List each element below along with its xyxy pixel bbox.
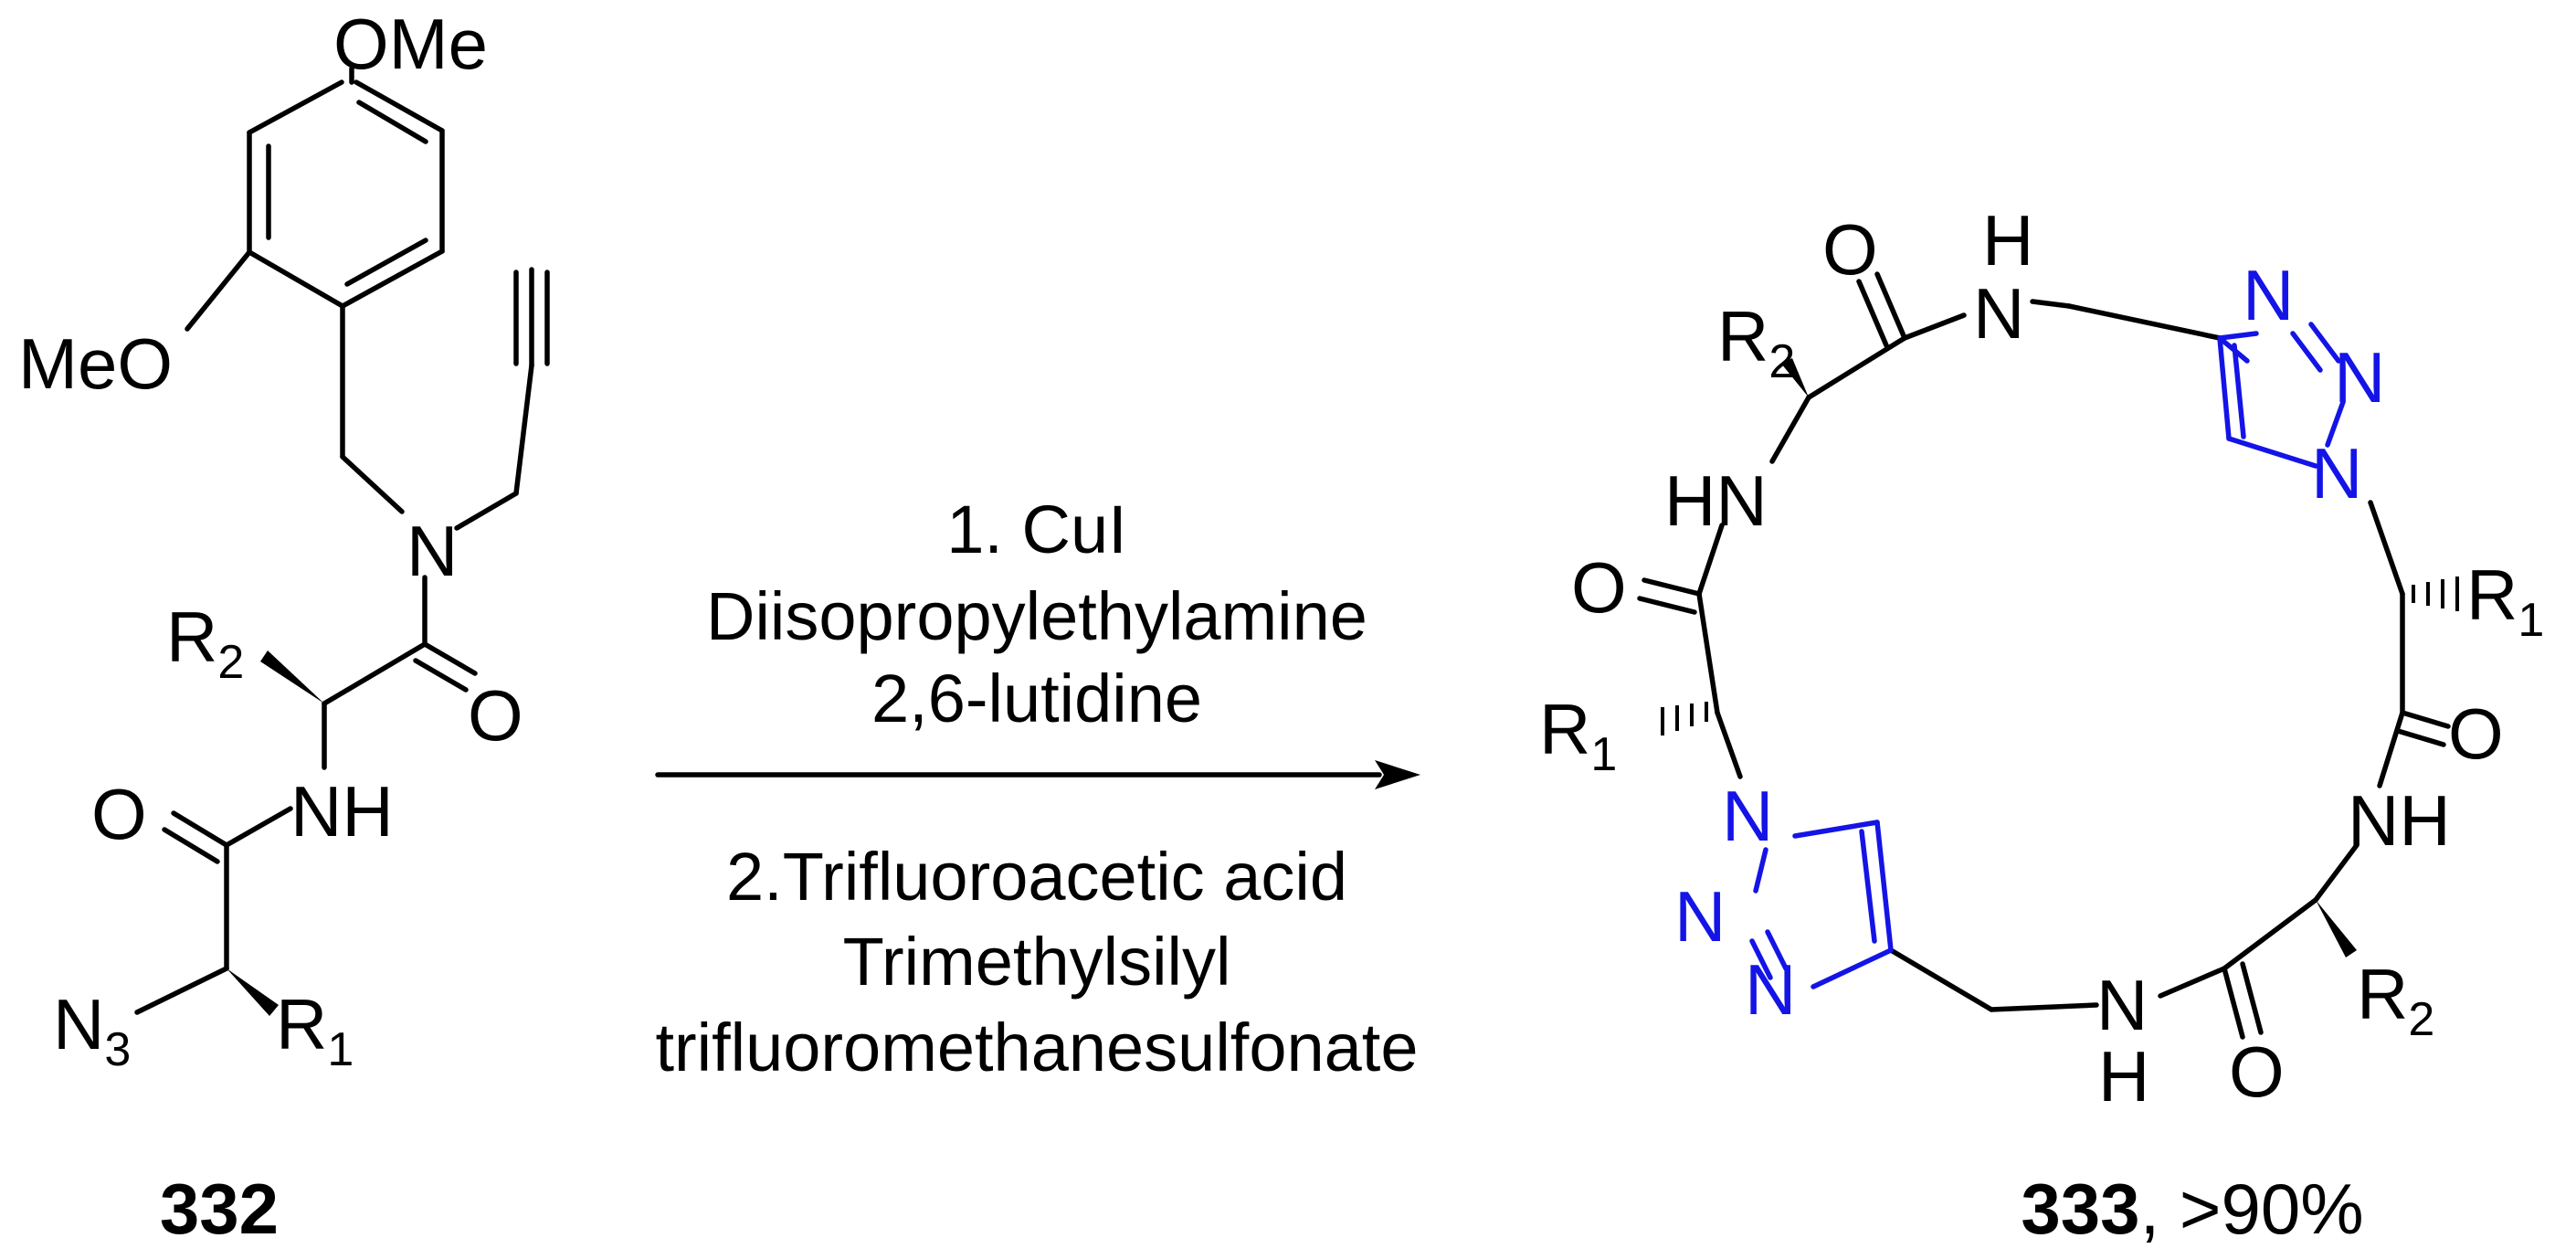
product-h-top: H <box>1982 200 2033 280</box>
product-hn-left: HN <box>1664 460 1768 541</box>
product-333-structure <box>1637 271 2459 1040</box>
triazole-rings <box>1749 322 2346 989</box>
amide-o2-label: O <box>91 774 147 854</box>
product-r2-top: R2 <box>1717 296 1795 388</box>
azide-label: N3 <box>53 984 131 1076</box>
triazole-n-label: N <box>1674 876 1726 957</box>
product-o-bottom: O <box>2229 1032 2285 1112</box>
product-r2-bottom: R2 <box>2357 954 2434 1046</box>
triazole-n-label: N <box>1722 776 1773 856</box>
condition-line-1: 1. CuI <box>946 492 1126 567</box>
product-r1-right: R1 <box>2466 555 2544 647</box>
condition-line-6: trifluoromethanesulfonate <box>655 1010 1418 1085</box>
nh-label: NH <box>290 771 394 852</box>
r2-label: R2 <box>166 597 244 689</box>
amide-o-label: O <box>468 675 523 756</box>
product-o-right: O <box>2448 693 2504 774</box>
triazole-n-label: N <box>2334 337 2385 418</box>
reactant-id-label: 332 <box>160 1169 279 1249</box>
product-n-bottom: N <box>2096 965 2148 1045</box>
product-id-label: 333, >90% <box>2021 1169 2363 1249</box>
product-333-atom-labels: O H N R2 HN O R1 R1 O NH R2 O N H N N N … <box>1539 200 2544 1116</box>
product-h-bottom: H <box>2098 1036 2149 1116</box>
amide-n-label: N <box>406 511 458 591</box>
triazole-n-label: N <box>2311 433 2362 513</box>
product-nh-right: NH <box>2348 780 2451 861</box>
condition-line-3: 2,6-lutidine <box>871 661 1202 736</box>
product-o-top: O <box>1822 209 1878 290</box>
ome-label: OMe <box>333 4 488 84</box>
r1-label: R1 <box>276 984 354 1076</box>
product-r1-left: R1 <box>1539 689 1617 781</box>
product-o-left: O <box>1571 547 1627 628</box>
triazole-n-label: N <box>1745 949 1796 1030</box>
triazole-n-label: N <box>2243 255 2294 335</box>
reaction-arrow <box>655 760 1420 789</box>
condition-line-5: Trimethylsilyl <box>843 924 1231 1000</box>
conditions-step1: 1. CuI Diisopropylethylamine 2,6-lutidin… <box>706 492 1367 736</box>
conditions-step2: 2.Trifluoroacetic acid Trimethylsilyl tr… <box>655 839 1418 1085</box>
product-n-top: N <box>1973 273 2024 354</box>
reactant-332-structure <box>134 66 550 1016</box>
reactant-332-atom-labels: OMe MeO N O R2 NH O N3 R1 <box>18 4 523 1076</box>
condition-line-2: Diisopropylethylamine <box>706 578 1367 654</box>
condition-line-4: 2.Trifluoroacetic acid <box>726 839 1347 915</box>
meo-label: MeO <box>18 323 173 404</box>
